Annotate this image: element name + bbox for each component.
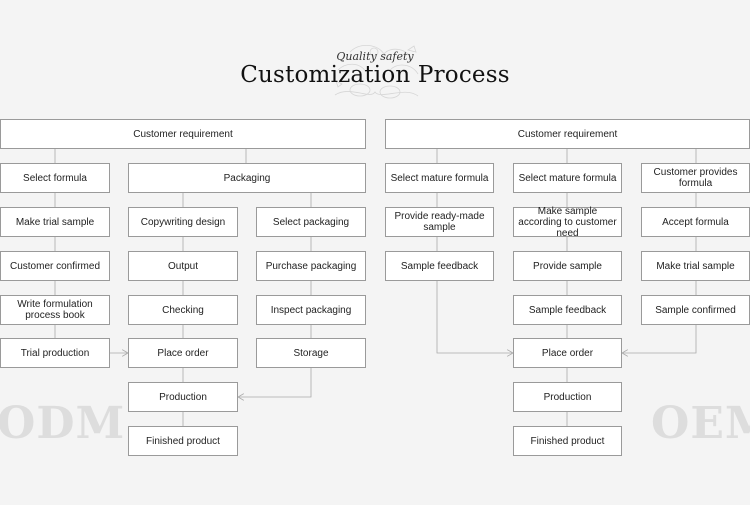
oem-provide-sample: Provide sample: [513, 251, 622, 281]
odm-output: Output: [128, 251, 238, 281]
oem-watermark: OEM: [651, 398, 750, 449]
oem-select-mature-formula-1: Select mature formula: [385, 163, 494, 193]
odm-packaging: Packaging: [128, 163, 366, 193]
oem-accept-formula: Accept formula: [641, 207, 750, 237]
oem-select-mature-formula-2: Select mature formula: [513, 163, 622, 193]
oem-customer-requirement: Customer requirement: [385, 119, 750, 149]
oem-provide-ready-made-sample: Provide ready-made sample: [385, 207, 494, 237]
odm-finished-product: Finished product: [128, 426, 238, 456]
odm-purchase-packaging: Purchase packaging: [256, 251, 366, 281]
page-title: Customization Process: [240, 62, 510, 88]
subtitle: Quality safety: [336, 50, 414, 63]
oem-make-sample-according: Make sample according to customer need: [513, 206, 622, 239]
odm-select-packaging: Select packaging: [256, 207, 366, 237]
odm-inspect-packaging: Inspect packaging: [256, 295, 366, 325]
odm-place-order: Place order: [128, 338, 238, 368]
odm-copywriting-design: Copywriting design: [128, 207, 238, 237]
oem-customer-provides-formula: Customer provides formula: [641, 163, 750, 193]
odm-customer-requirement: Customer requirement: [0, 119, 366, 149]
odm-production: Production: [128, 382, 238, 412]
odm-watermark: ODM: [0, 398, 126, 449]
oem-sample-feedback-1: Sample feedback: [385, 251, 494, 281]
oem-make-trial-sample: Make trial sample: [641, 251, 750, 281]
odm-write-formulation: Write formulation process book: [0, 295, 110, 325]
header: Quality safety Customization Process: [0, 0, 750, 110]
odm-storage: Storage: [256, 338, 366, 368]
oem-place-order: Place order: [513, 338, 622, 368]
odm-make-trial-sample: Make trial sample: [0, 207, 110, 237]
oem-sample-feedback-2: Sample feedback: [513, 295, 622, 325]
oem-sample-confirmed: Sample confirmed: [641, 295, 750, 325]
odm-trial-production: Trial production: [0, 338, 110, 368]
floral-ornament-icon: [334, 45, 419, 99]
oem-production: Production: [513, 382, 622, 412]
odm-select-formula: Select formula: [0, 163, 110, 193]
oem-finished-product: Finished product: [513, 426, 622, 456]
odm-checking: Checking: [128, 295, 238, 325]
odm-customer-confirmed: Customer confirmed: [0, 251, 110, 281]
